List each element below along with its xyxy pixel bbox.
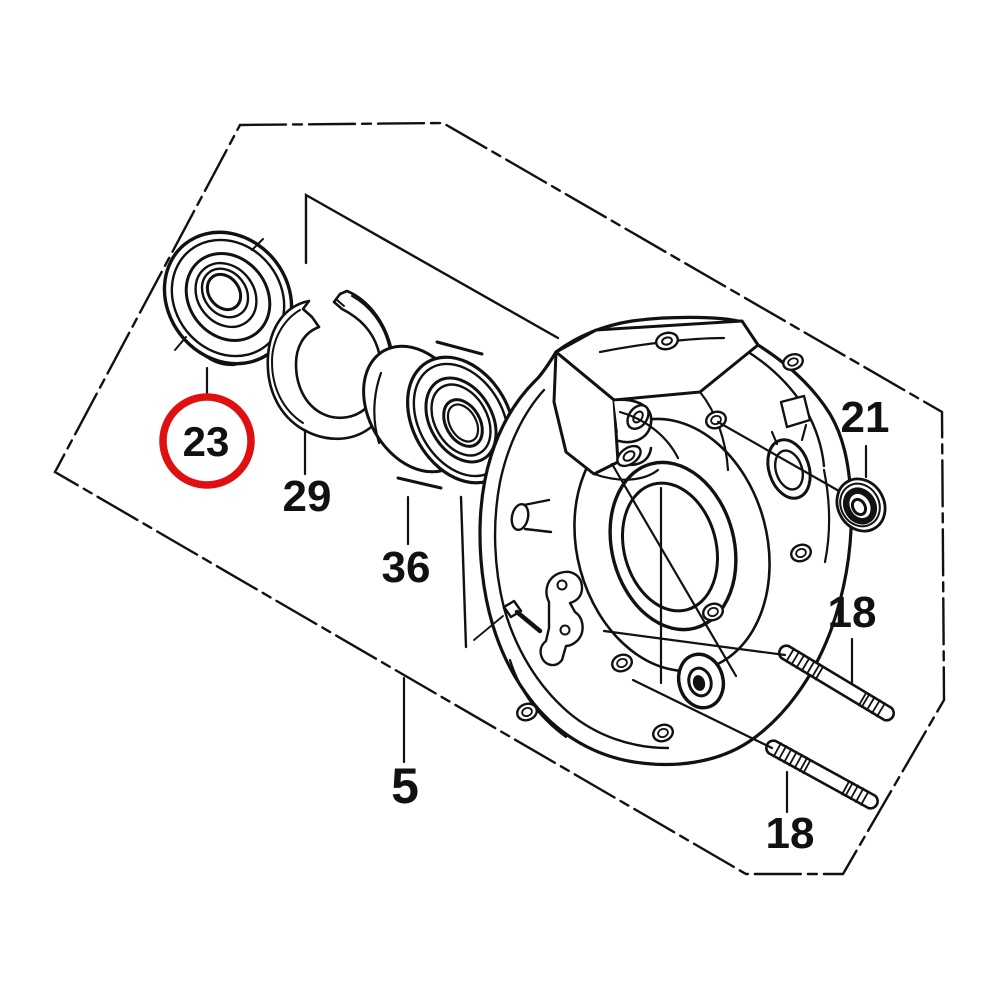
part-cover xyxy=(473,315,853,767)
part-small-seal xyxy=(835,477,887,533)
assembly-axis-line-diagonal xyxy=(610,462,738,678)
part-stud-upper xyxy=(777,644,896,722)
part-label-29: 29 xyxy=(283,472,332,521)
part-stud-lower xyxy=(765,739,879,810)
part-label-5: 5 xyxy=(391,758,419,814)
leader-line-18-lower-diagonal xyxy=(631,678,774,750)
leader-line-18-upper-diagonal xyxy=(602,629,787,657)
part-label-23: 23 xyxy=(183,418,230,465)
group-bracket xyxy=(304,192,560,649)
part-label-18-lower: 18 xyxy=(766,809,815,858)
highlight-circle xyxy=(159,393,255,489)
part-label-21: 21 xyxy=(841,393,890,442)
leader-line-21-diagonal xyxy=(716,420,841,493)
boundary-outline xyxy=(53,121,946,876)
part-bearing xyxy=(362,340,516,490)
part-label-36: 36 xyxy=(382,543,431,592)
part-label-18-upper: 18 xyxy=(828,588,877,637)
